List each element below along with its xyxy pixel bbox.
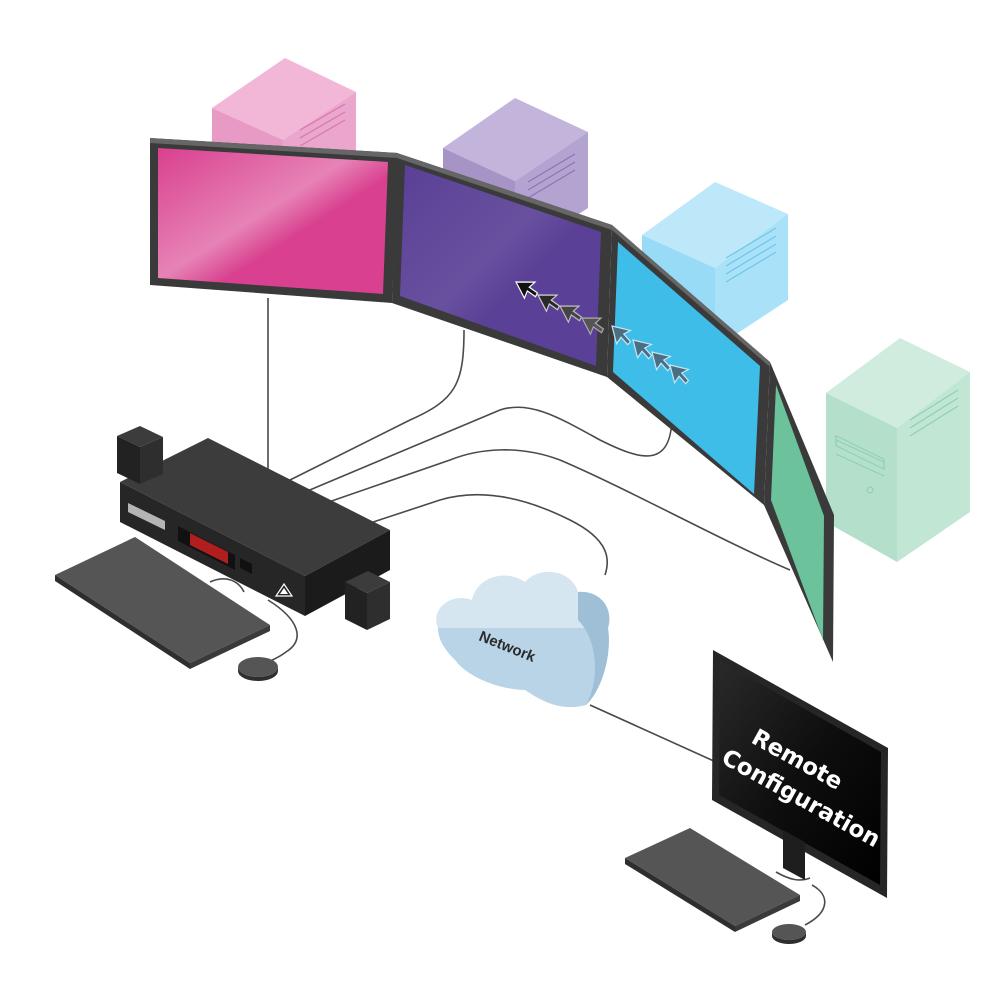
speaker-left [117, 426, 163, 484]
cable-blue-monitor [304, 406, 673, 493]
brand-logo-icon [274, 582, 294, 597]
computer-tower-green [826, 338, 970, 562]
cursor-icon [515, 281, 539, 300]
cables [209, 298, 826, 926]
cloud-icon [436, 571, 610, 708]
cable-green-monitor [319, 449, 791, 571]
monitor-icon [712, 650, 888, 898]
monitor-icon [392, 153, 612, 377]
speaker-right [345, 571, 390, 630]
monitor-purple [392, 153, 612, 377]
monitor-icon [607, 225, 770, 505]
computer-tower-icon [826, 338, 970, 562]
cable-network [354, 493, 609, 576]
local-mouse [238, 657, 278, 681]
local-keyboard [55, 537, 270, 669]
cable-remote-mouse [804, 884, 826, 926]
monitor-icon [764, 362, 834, 662]
cable-mouse [267, 599, 298, 663]
cursor-icon [611, 325, 633, 346]
cable-remote [589, 704, 717, 763]
monitor-blue [607, 225, 770, 505]
cursor-icon [632, 339, 654, 360]
kvm-switch-icon [120, 438, 390, 616]
speaker-icon [117, 426, 163, 484]
remote-mouse [772, 924, 806, 944]
cursor-icon [559, 305, 583, 324]
cursor-icon [537, 294, 561, 313]
monitor-stand [783, 830, 805, 880]
cursor-icon [651, 351, 673, 372]
monitor-green [764, 362, 834, 662]
keyboard-icon [55, 537, 270, 669]
cable-remote-keyboard [775, 871, 811, 881]
cable-purple-monitor [289, 329, 465, 481]
cable-keyboard [209, 578, 245, 593]
monitor-pink [150, 138, 398, 303]
mouse-icon [238, 657, 278, 681]
keyboard-icon [625, 828, 800, 932]
mouse-icon [772, 924, 806, 944]
kvm-switch [120, 438, 390, 616]
cursor-icon [581, 317, 605, 336]
network-cloud: Network [436, 571, 610, 708]
speaker-icon [345, 571, 390, 630]
monitor-icon [150, 138, 398, 303]
cursor-trail [515, 281, 691, 385]
status-display [190, 533, 228, 564]
remote-keyboard [625, 828, 800, 932]
cursor-icon [669, 364, 691, 385]
